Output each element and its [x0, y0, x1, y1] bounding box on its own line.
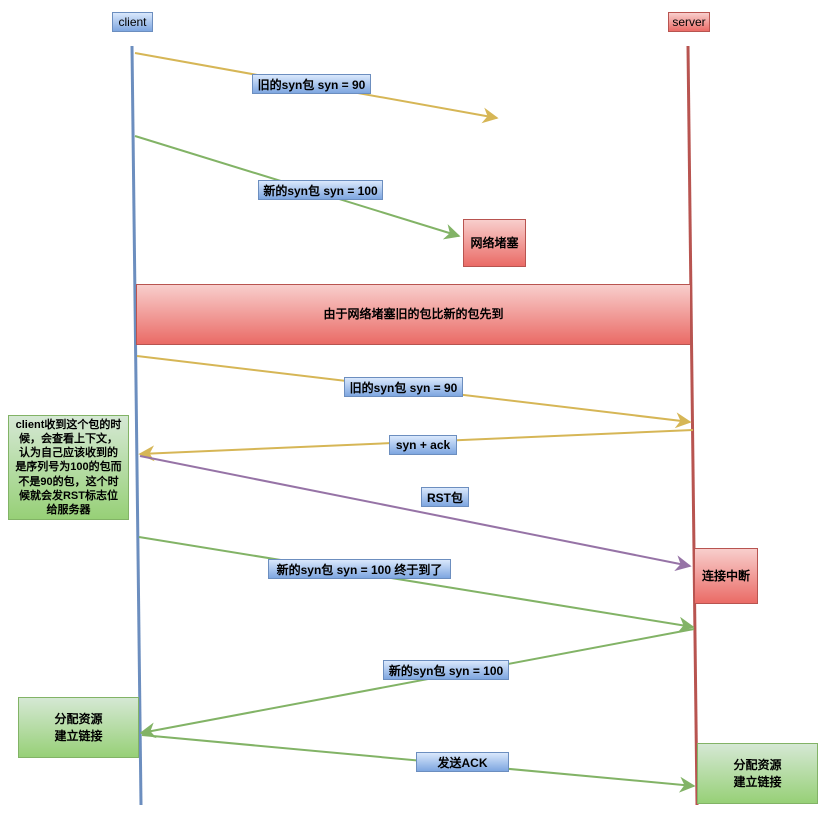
msg-label-syn-ack: syn + ack	[389, 435, 457, 455]
msg-label-old-syn-1: 旧的syn包 syn = 90	[252, 74, 371, 94]
client-allocate-box: 分配资源 建立链接	[18, 697, 139, 758]
connection-interrupted-box: 连接中断	[694, 548, 758, 604]
msg-label-send-ack: 发送ACK	[416, 752, 509, 772]
client-header: client	[112, 12, 153, 32]
msg-label-old-syn-2: 旧的syn包 syn = 90	[344, 377, 463, 397]
network-congestion-box: 网络堵塞	[463, 219, 526, 267]
arrow-rst	[139, 455, 692, 572]
server-header: server	[668, 12, 710, 32]
msg-label-rst: RST包	[421, 487, 469, 507]
client-lifeline	[130, 45, 143, 806]
congestion-banner: 由于网络堵塞旧的包比新的包先到	[136, 284, 691, 345]
arrow-new-syn-3	[139, 628, 695, 739]
arrow-new-syn-2	[138, 536, 695, 633]
server-allocate-box: 分配资源 建立链接	[697, 743, 818, 804]
client-explanation-note: client收到这个包的时 候，会查看上下文， 认为自己应该收到的 是序列号为1…	[8, 415, 129, 520]
msg-label-new-syn-3: 新的syn包 syn = 100	[383, 660, 509, 680]
server-lifeline	[686, 45, 699, 806]
msg-label-new-syn-1: 新的syn包 syn = 100	[258, 180, 383, 200]
msg-label-new-syn-2: 新的syn包 syn = 100 终于到了	[268, 559, 451, 579]
